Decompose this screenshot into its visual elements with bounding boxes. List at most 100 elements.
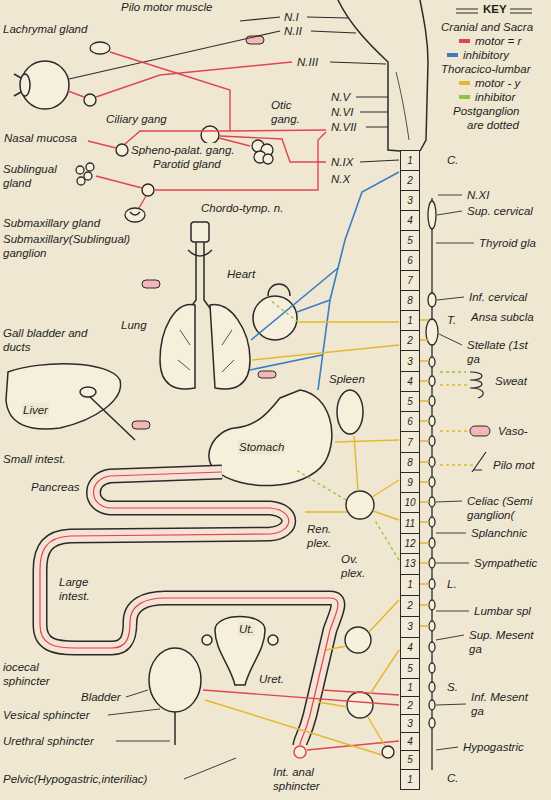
segment-number: 4 [407, 376, 413, 387]
spinal-segment: 1 [400, 769, 420, 791]
segment-letter: C. [446, 771, 460, 785]
spinal-segment: 3 [400, 350, 420, 370]
segment-number: 5 [407, 754, 413, 765]
spinal-segment: 5 [400, 230, 420, 250]
sympathetic-chain [426, 198, 438, 770]
intestine [40, 472, 338, 745]
leader-line [436, 195, 474, 750]
blood-vessel [470, 426, 490, 436]
spinal-segment: 5 [400, 391, 420, 411]
brain-stem [396, 72, 409, 140]
sympathetic-chain [429, 457, 435, 467]
organ-label: Ut. [238, 622, 255, 636]
ganglion [84, 94, 96, 106]
cranial-nerve [307, 17, 399, 162]
spinal-segment: 4 [400, 732, 420, 750]
segment-number: 3 [407, 718, 413, 729]
intestine [40, 472, 338, 745]
organ-label: Pancreas [30, 480, 81, 494]
postganglionic-nerve [270, 300, 298, 322]
organ-outline [188, 250, 212, 256]
cranial-nerve [240, 17, 280, 21]
segment-number: 4 [407, 215, 413, 226]
sympathetic-nerve [368, 717, 385, 746]
gland [263, 154, 273, 164]
gland-label: Sublingual gland [2, 162, 70, 190]
postganglionic-nerve [374, 519, 399, 560]
skin-structure [470, 372, 486, 472]
nerve-label: N.X [330, 172, 351, 186]
sympathetic-nerve [205, 700, 382, 755]
nerve-label: N.I [283, 10, 300, 24]
ganglion-label: Sup. Mesent ga [468, 628, 538, 656]
spinal-segment: 10 [400, 492, 420, 512]
eye [21, 61, 69, 109]
ganglion-label: Inf. Mesent ga [470, 690, 540, 718]
gland-label: Thyroid gla [478, 236, 537, 250]
sympathetic-chain [429, 682, 435, 692]
segment-number: 3 [407, 356, 413, 367]
spinal-segment: 5 [400, 750, 420, 769]
sympathetic-nerve [354, 436, 358, 491]
organ-outline [337, 390, 363, 434]
parasympathetic-nerve [125, 130, 326, 144]
sphincter-label: Vesical sphincter [2, 708, 91, 722]
segment-number: 1 [407, 155, 413, 166]
brain-stem [420, 0, 428, 151]
nerve-label: Pelvic(Hypogastric,interiliac) [2, 772, 148, 786]
ganglion-label: Sup. cervical [466, 204, 534, 218]
ganglion [142, 184, 154, 196]
gland-label: Parotid gland [152, 157, 222, 171]
nerve-label: Lumbar spl [473, 604, 532, 618]
sympathetic-nerve [369, 600, 399, 632]
segment-number: 7 [407, 437, 413, 448]
sympathetic-chain [429, 700, 435, 710]
nerve-label: N.III [296, 55, 319, 69]
segment-number: 11 [405, 518, 415, 529]
segment-number: 1 [407, 774, 413, 785]
sympathetic-chain [429, 718, 435, 728]
organ-label: Small intest. [2, 452, 67, 466]
organ-label: Gall bladder and ducts [2, 326, 114, 354]
ganglion-label: Ciliary gang [105, 112, 168, 126]
segment-number: 4 [407, 736, 413, 747]
organ-label: Nasal mucosa [3, 131, 78, 145]
intestine [40, 472, 338, 745]
segment-number: 3 [407, 195, 413, 206]
segment-number: 2 [407, 335, 413, 346]
gland [76, 166, 84, 174]
postganglionic-nerve [440, 385, 474, 465]
leader-line [108, 195, 474, 779]
key-text: Cranial and Sacra [440, 20, 534, 34]
organ-outline [160, 304, 195, 389]
sympathetic-nerve [372, 480, 399, 497]
organ-label: Bladder [80, 690, 122, 704]
nerve-label: N.V [330, 90, 351, 104]
eye [14, 74, 21, 96]
spinal-segment: 1 [400, 678, 420, 697]
gland [125, 208, 145, 222]
sympathetic-nerve [326, 646, 346, 650]
segment-number: 6 [407, 416, 413, 427]
ganglion [345, 627, 371, 653]
parasympathetic-nerve [88, 141, 116, 148]
spinal-segment: 7 [400, 431, 420, 451]
segment-number: 2 [407, 700, 413, 711]
sympathetic-nerve [205, 320, 429, 755]
sympathetic-chain [429, 558, 435, 568]
segment-number: 8 [407, 295, 413, 306]
sympathetic-chain [429, 663, 435, 673]
spinal-segment: 11 [400, 512, 420, 532]
parasympathetic-nerve [68, 52, 399, 750]
ganglion-label: Inf. cervical [468, 290, 528, 304]
spinal-segment: 3 [400, 714, 420, 732]
spinal-segment: 8 [400, 452, 420, 472]
pelvic-organ [149, 617, 306, 759]
parasympathetic-nerve [203, 690, 399, 705]
eye [20, 74, 30, 96]
nerve-label: N.VII [330, 120, 358, 134]
sympathetic-chain [428, 293, 436, 307]
pelvic-organ [174, 712, 176, 745]
ganglion-label: Hypogastric [462, 740, 525, 754]
